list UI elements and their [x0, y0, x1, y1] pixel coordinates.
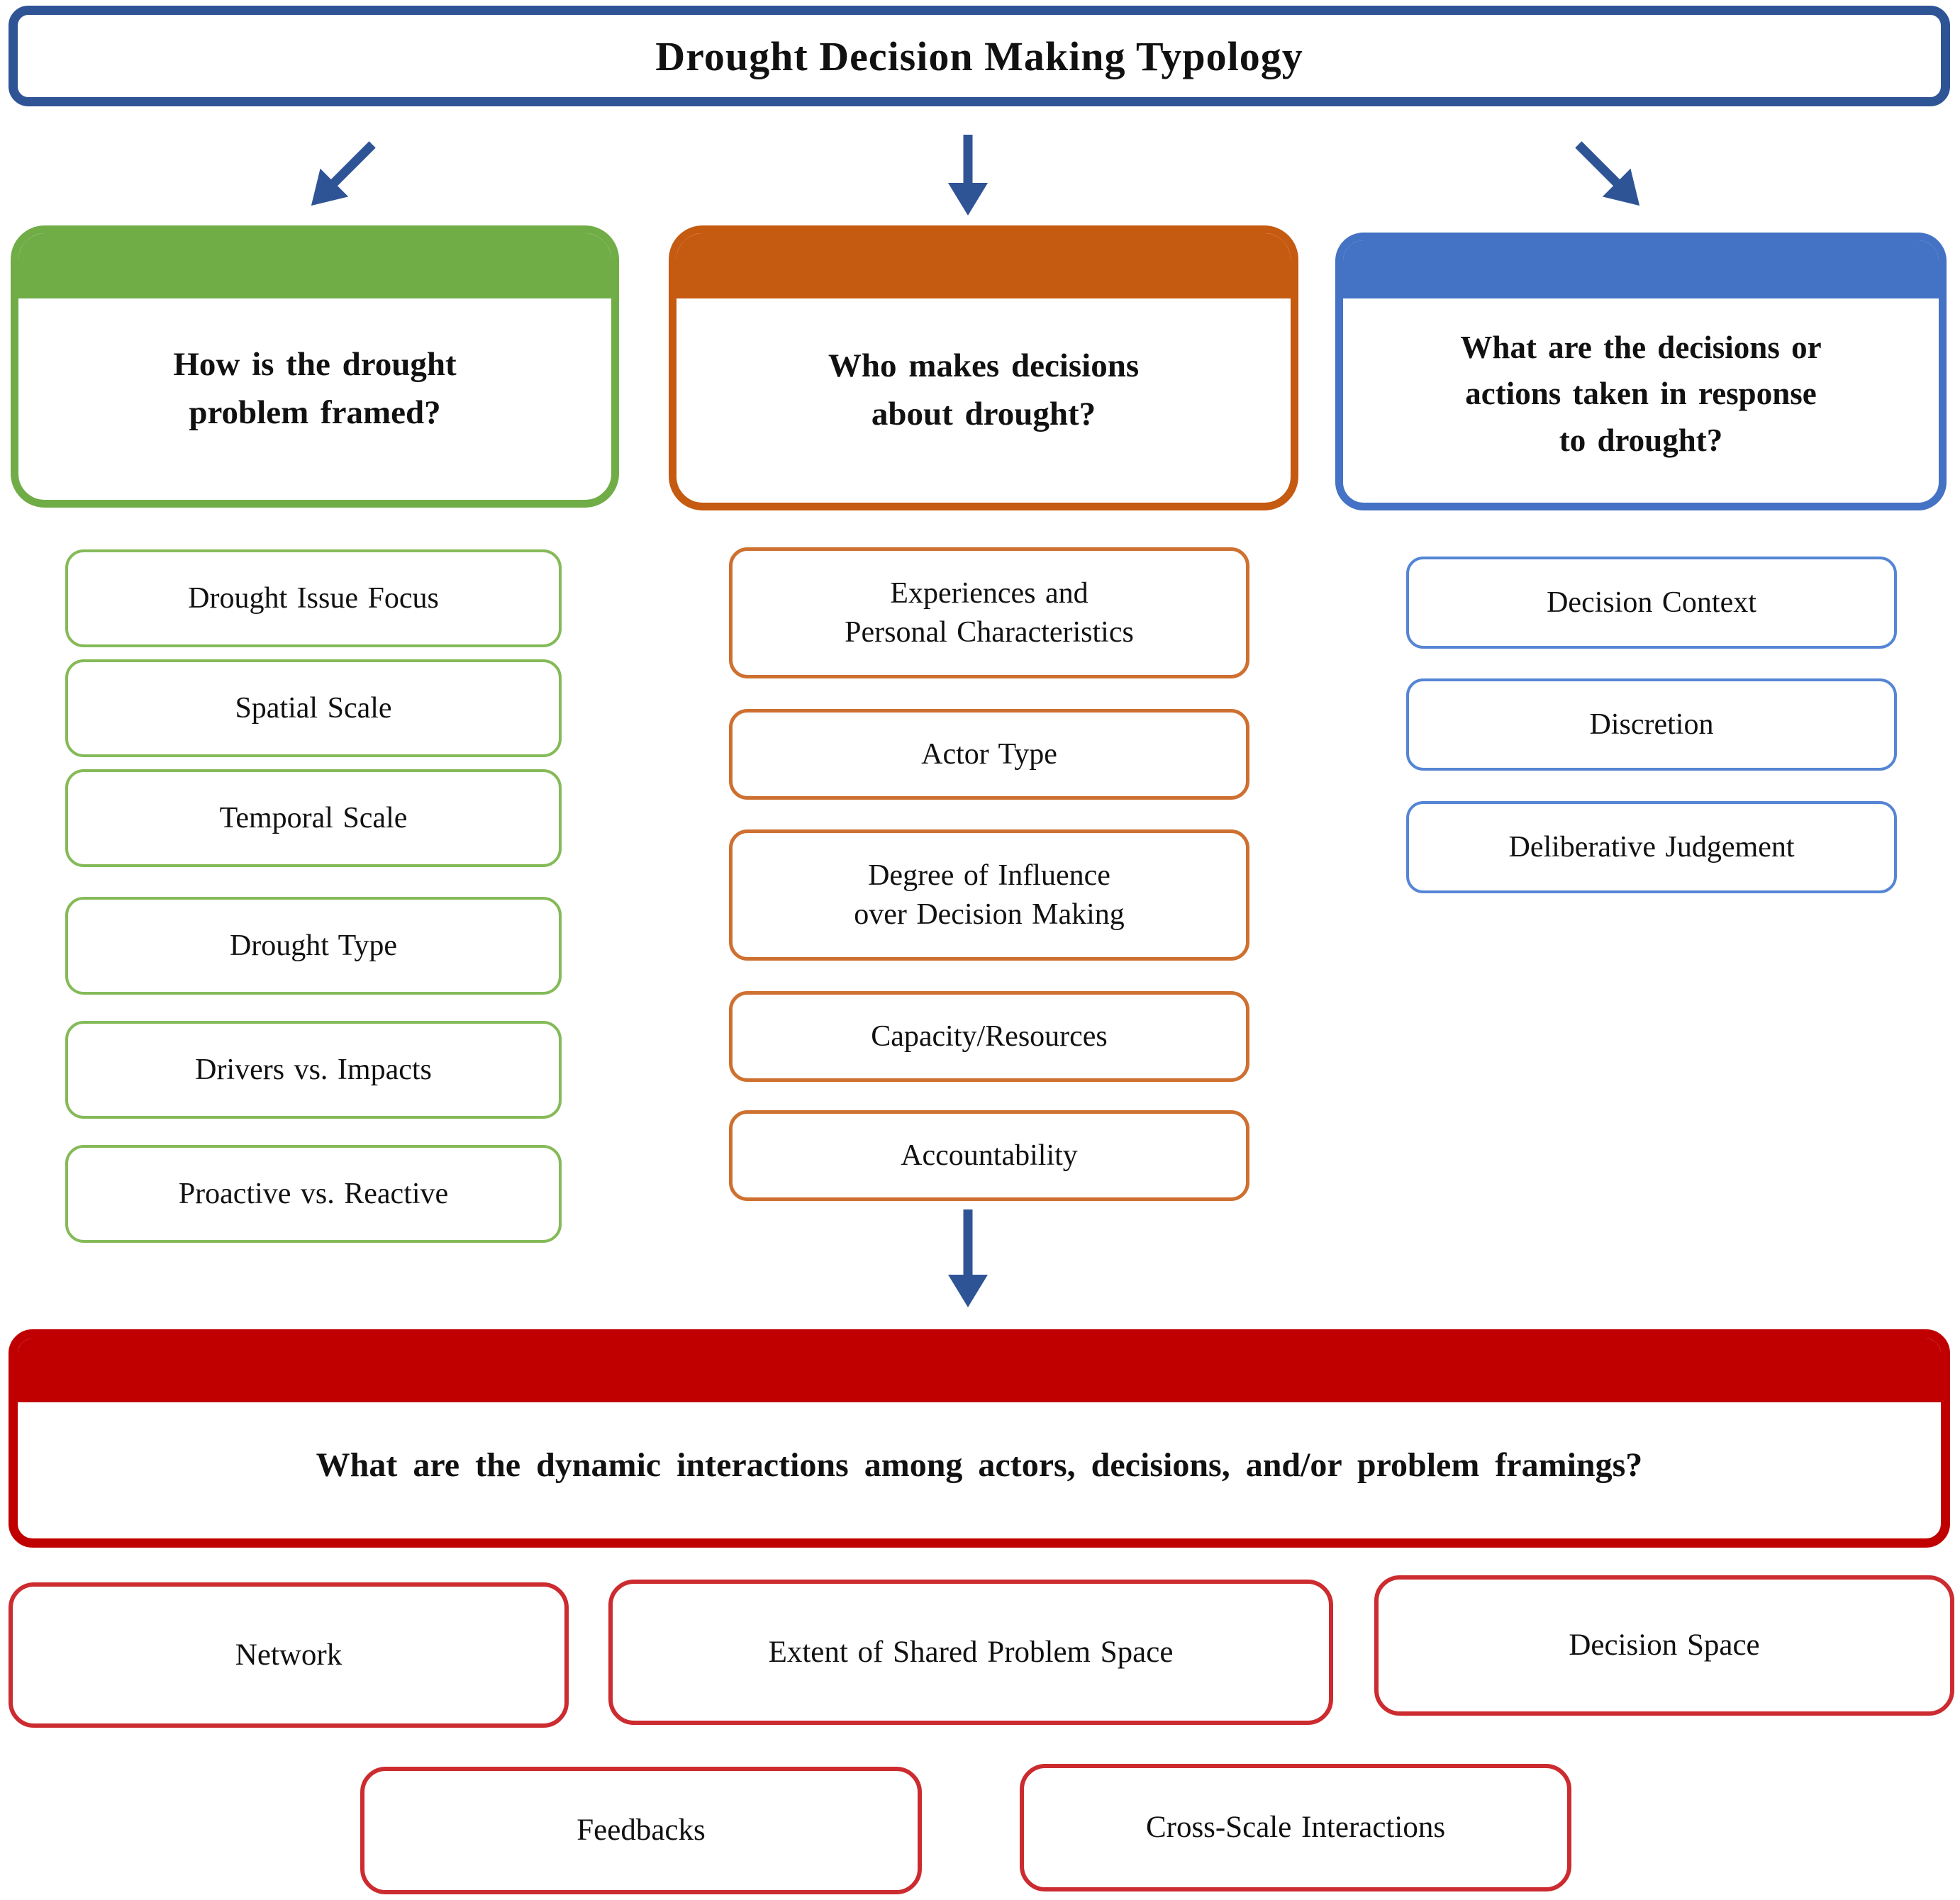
decisions-column-header: What are the decisions or actions taken … [1335, 233, 1947, 510]
interactions-banner-cap [18, 1339, 1941, 1402]
item-extent-shared-problem-space: Extent of Shared Problem Space [608, 1580, 1333, 1725]
item-proactive-vs-reactive: Proactive vs. Reactive [65, 1145, 562, 1243]
arrow-down-left-icon [291, 124, 393, 226]
framing-column-header: How is the drought problem framed? [11, 225, 619, 508]
arrow-down-right-icon [1558, 124, 1660, 226]
page-title: Drought Decision Making Typology [9, 6, 1950, 106]
actors-header-cap [676, 233, 1291, 298]
actors-question: Who makes decisions about drought? [828, 347, 1140, 432]
interactions-question: What are the dynamic interactions among … [316, 1446, 1643, 1485]
item-decision-context: Decision Context [1406, 557, 1897, 649]
item-drivers-vs-impacts: Drivers vs. Impacts [65, 1021, 562, 1119]
item-decision-space: Decision Space [1374, 1575, 1954, 1716]
actors-column-header: Who makes decisions about drought? [669, 225, 1298, 510]
arrow-down-icon [942, 133, 994, 217]
arrow-to-interactions-icon [942, 1207, 994, 1309]
item-network: Network [9, 1582, 569, 1728]
item-drought-issue-focus: Drought Issue Focus [65, 549, 562, 647]
item-temporal-scale: Temporal Scale [65, 769, 562, 867]
item-actor-type: Actor Type [729, 709, 1249, 800]
item-experiences-personal-characteristics: Experiences and Personal Characteristics [729, 547, 1249, 678]
framing-header-cap [18, 233, 611, 298]
item-spatial-scale: Spatial Scale [65, 659, 562, 757]
item-degree-of-influence: Degree of Influence over Decision Making [729, 829, 1249, 961]
framing-question: How is the drought problem framed? [173, 345, 457, 431]
interactions-banner: What are the dynamic interactions among … [9, 1329, 1950, 1548]
item-drought-type: Drought Type [65, 897, 562, 995]
item-discretion: Discretion [1406, 678, 1897, 771]
decisions-question: What are the decisions or actions taken … [1460, 330, 1822, 458]
item-capacity-resources: Capacity/Resources [729, 991, 1249, 1082]
item-accountability: Accountability [729, 1110, 1249, 1201]
item-cross-scale-interactions: Cross-Scale Interactions [1020, 1764, 1571, 1891]
item-deliberative-judgement: Deliberative Judgement [1406, 801, 1897, 893]
decisions-header-cap [1343, 240, 1939, 298]
item-feedbacks: Feedbacks [360, 1767, 922, 1894]
